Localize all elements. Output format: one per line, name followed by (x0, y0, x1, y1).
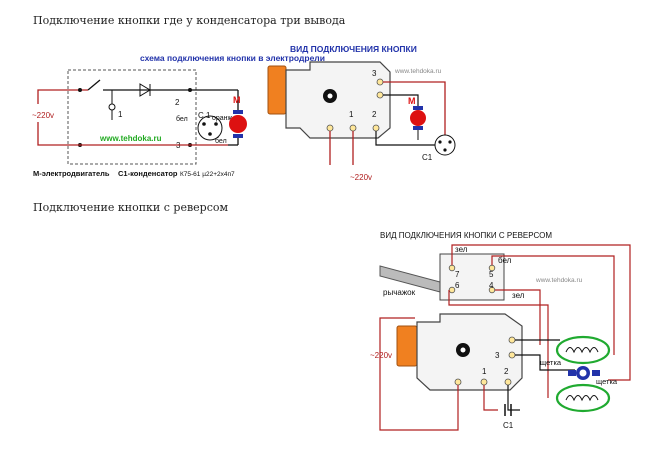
svg-text:щетка: щетка (540, 358, 562, 367)
svg-text:К75-61 µ22+2х4п7: К75-61 µ22+2х4п7 (180, 171, 235, 178)
svg-text:М: М (233, 95, 241, 105)
svg-text:рычажок: рычажок (383, 288, 416, 297)
svg-text:С 1: С 1 (198, 111, 211, 120)
svg-text:5: 5 (489, 270, 494, 279)
svg-text:С1-конденсатор: С1-конденсатор (118, 169, 178, 178)
svg-text:7: 7 (455, 270, 460, 279)
svg-text:2: 2 (504, 367, 509, 376)
svg-text:2: 2 (372, 110, 377, 119)
view-button-connection: ВИД ПОДКЛЮЧЕНИЯ КНОПКИ www.tehdoka.ru 3 … (267, 44, 456, 182)
svg-text:бел: бел (215, 137, 227, 145)
svg-text:С1: С1 (422, 153, 433, 162)
svg-text:www.tehdoka.ru: www.tehdoka.ru (99, 134, 162, 143)
svg-text:зел: зел (512, 291, 525, 300)
schematic-title: схема подключения кнопки в электродрели (140, 53, 325, 63)
svg-text:~220v: ~220v (32, 111, 54, 120)
svg-text:1: 1 (349, 110, 354, 119)
svg-text:М: М (408, 96, 416, 106)
svg-text:М-электродвигатель: М-электродвигатель (33, 169, 110, 178)
svg-text:зел: зел (455, 245, 468, 254)
svg-text:1: 1 (482, 367, 487, 376)
svg-text:ВИД ПОДКЛЮЧЕНИЯ КНОПКИ С РЕВЕР: ВИД ПОДКЛЮЧЕНИЯ КНОПКИ С РЕВЕРСОМ (380, 231, 552, 240)
caption-top: Подключение кнопки где у конденсатора тр… (33, 14, 346, 27)
svg-text:1: 1 (118, 110, 123, 119)
svg-text:~220v: ~220v (370, 351, 392, 360)
svg-text:оранж: оранж (212, 115, 233, 122)
svg-text:бел: бел (498, 256, 512, 265)
svg-text:ВИД ПОДКЛЮЧЕНИЯ КНОПКИ: ВИД ПОДКЛЮЧЕНИЯ КНОПКИ (290, 44, 417, 54)
svg-text:С1: С1 (503, 421, 514, 430)
svg-text:3: 3 (372, 69, 377, 78)
svg-text:www.tehdoka.ru: www.tehdoka.ru (535, 277, 583, 284)
svg-text:3: 3 (495, 351, 500, 360)
svg-text:бел: бел (176, 115, 188, 123)
svg-text:2: 2 (175, 98, 180, 107)
svg-text:6: 6 (455, 281, 460, 290)
svg-text:щетка: щетка (596, 377, 618, 386)
svg-text:4: 4 (489, 281, 494, 290)
view-button-reverse: ВИД ПОДКЛЮЧЕНИЯ КНОПКИ С РЕВЕРСОМ www.te… (370, 231, 631, 431)
svg-text:~220v: ~220v (350, 173, 372, 182)
svg-text:www.tehdoka.ru: www.tehdoka.ru (394, 68, 442, 75)
caption-bottom: Подключение кнопки с реверсом (33, 201, 229, 214)
schematic-drill-button: схема подключения кнопки в электродрели … (32, 53, 325, 178)
